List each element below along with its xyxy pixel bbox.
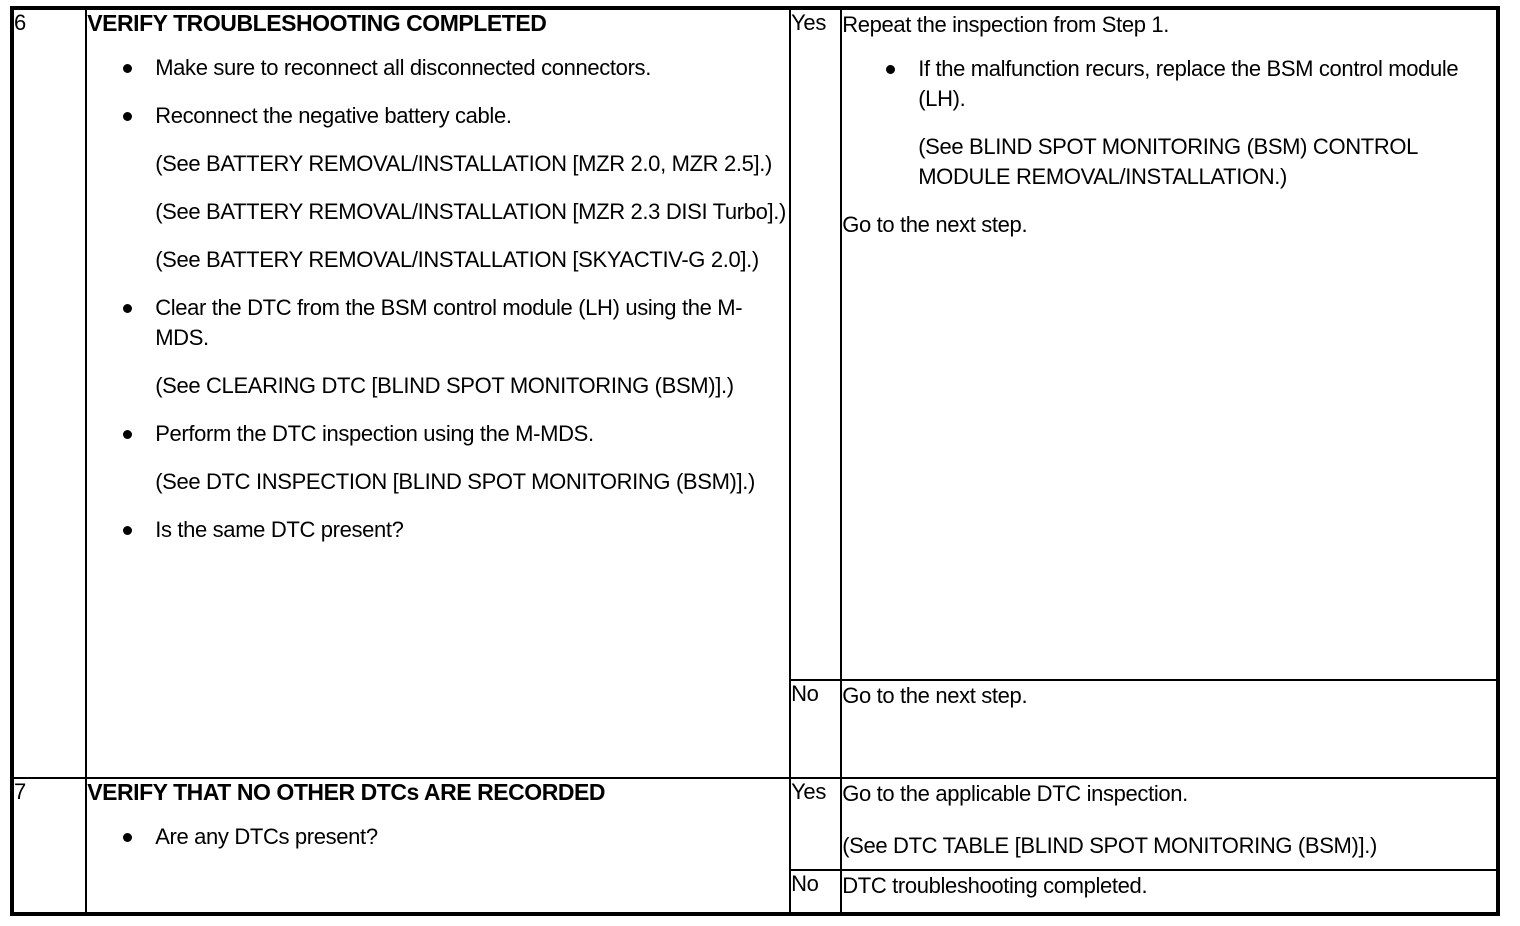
result-cell-no-6: Go to the next step. bbox=[840, 679, 1498, 779]
step-number: 7 bbox=[14, 779, 27, 804]
action-bullet-list: Reconnect the negative battery cable. bbox=[123, 101, 789, 131]
spacer bbox=[87, 39, 789, 53]
step-number-cell-7: 7 bbox=[12, 777, 88, 915]
cross-reference: (See DTC TABLE [BLIND SPOT MONITORING (B… bbox=[842, 833, 1378, 858]
judgement-cell-yes-7: Yes bbox=[789, 777, 843, 871]
list-item: Are any DTCs present? bbox=[123, 822, 789, 852]
result-bullet-list: If the malfunction recurs, replace the B… bbox=[886, 54, 1496, 114]
list-item-label: Is the same DTC present? bbox=[155, 517, 404, 542]
spacer bbox=[87, 353, 789, 371]
spacer bbox=[87, 83, 789, 101]
list-item: Make sure to reconnect all disconnected … bbox=[123, 53, 789, 83]
step-action-cell-7: VERIFY THAT NO OTHER DTCs ARE RECORDED A… bbox=[85, 777, 792, 915]
list-item: Clear the DTC from the BSM control modul… bbox=[123, 293, 789, 353]
judgement-cell-no-7: No bbox=[789, 869, 843, 914]
cross-reference: (See BATTERY REMOVAL/INSTALLATION [MZR 2… bbox=[155, 151, 772, 176]
bullet-icon bbox=[123, 64, 133, 73]
spacer bbox=[842, 40, 1496, 54]
spacer bbox=[87, 131, 789, 149]
spacer bbox=[87, 401, 789, 419]
table-row: 7 VERIFY THAT NO OTHER DTCs ARE RECORDED… bbox=[12, 777, 1498, 915]
action-bullet-list: Make sure to reconnect all disconnected … bbox=[123, 53, 789, 83]
spacer bbox=[87, 808, 789, 822]
list-item: Perform the DTC inspection using the M-M… bbox=[123, 419, 789, 449]
bullet-icon bbox=[886, 65, 896, 74]
spacer bbox=[87, 275, 789, 293]
bullet-icon bbox=[123, 526, 133, 535]
bullet-icon bbox=[123, 304, 133, 313]
step-heading: VERIFY THAT NO OTHER DTCs ARE RECORDED bbox=[87, 779, 606, 805]
list-item: Is the same DTC present? bbox=[123, 515, 789, 545]
result-cell-yes-6: Repeat the inspection from Step 1. If th… bbox=[840, 8, 1498, 681]
action-body: Are any DTCs present? bbox=[87, 808, 789, 852]
spacer bbox=[87, 497, 789, 515]
action-body: Make sure to reconnect all disconnected … bbox=[87, 39, 789, 545]
result-tail: Go to the next step. bbox=[842, 212, 1028, 237]
list-item-label: Clear the DTC from the BSM control modul… bbox=[155, 295, 743, 350]
judgement-label: Yes bbox=[791, 779, 827, 804]
spacer bbox=[842, 114, 1496, 132]
judgement-label: Yes bbox=[791, 10, 827, 35]
cross-reference: (See BATTERY REMOVAL/INSTALLATION [SKYAC… bbox=[155, 247, 759, 272]
spacer bbox=[87, 227, 789, 245]
table-row: No Go to the next step. bbox=[12, 679, 1498, 779]
result-lead: Repeat the inspection from Step 1. bbox=[842, 12, 1170, 37]
table-row: No DTC troubleshooting completed. bbox=[12, 869, 1498, 914]
list-item: Reconnect the negative battery cable. bbox=[123, 101, 789, 131]
bullet-icon bbox=[123, 112, 133, 121]
result-lead: Go to the next step. bbox=[842, 683, 1028, 708]
list-item: If the malfunction recurs, replace the B… bbox=[886, 54, 1496, 114]
action-bullet-list: Perform the DTC inspection using the M-M… bbox=[123, 419, 789, 449]
table-row: 6 VERIFY TROUBLESHOOTING COMPLETED Make … bbox=[12, 8, 1498, 779]
judgement-label: No bbox=[791, 681, 819, 706]
result-cell-yes-7: Go to the applicable DTC inspection. (Se… bbox=[840, 777, 1498, 871]
result-lead: DTC troubleshooting completed. bbox=[842, 873, 1148, 898]
judgement-cell-no-6: No bbox=[789, 679, 843, 779]
result-body: If the malfunction recurs, replace the B… bbox=[842, 40, 1496, 192]
spacer bbox=[87, 449, 789, 467]
action-bullet-list: Is the same DTC present? bbox=[123, 515, 789, 545]
judgement-label: No bbox=[791, 871, 819, 896]
cross-reference: (See DTC INSPECTION [BLIND SPOT MONITORI… bbox=[155, 469, 756, 494]
step-heading: VERIFY TROUBLESHOOTING COMPLETED bbox=[87, 10, 547, 36]
step-number-cell-6: 6 bbox=[12, 8, 88, 779]
action-bullet-list: Are any DTCs present? bbox=[123, 822, 789, 852]
cross-reference: (See CLEARING DTC [BLIND SPOT MONITORING… bbox=[155, 373, 734, 398]
result-cell-no-7: DTC troubleshooting completed. bbox=[840, 869, 1498, 914]
judgement-cell-yes-6: Yes bbox=[789, 8, 843, 681]
troubleshooting-table: 6 VERIFY TROUBLESHOOTING COMPLETED Make … bbox=[10, 6, 1500, 916]
step-action-cell-6: VERIFY TROUBLESHOOTING COMPLETED Make su… bbox=[85, 8, 792, 779]
spacer bbox=[842, 192, 1496, 210]
list-item-label: Perform the DTC inspection using the M-M… bbox=[155, 421, 594, 446]
list-item-label: Reconnect the negative battery cable. bbox=[155, 103, 512, 128]
spacer bbox=[842, 809, 1496, 831]
bullet-icon bbox=[123, 833, 133, 842]
cross-reference: (See BATTERY REMOVAL/INSTALLATION [MZR 2… bbox=[155, 199, 786, 224]
result-lead: Go to the applicable DTC inspection. bbox=[842, 781, 1188, 806]
cross-reference: (See BLIND SPOT MONITORING (BSM) CONTROL… bbox=[918, 134, 1418, 189]
spacer bbox=[87, 179, 789, 197]
action-bullet-list: Clear the DTC from the BSM control modul… bbox=[123, 293, 789, 353]
list-item-label: Are any DTCs present? bbox=[155, 824, 378, 849]
list-item-label: Make sure to reconnect all disconnected … bbox=[155, 55, 651, 80]
list-item-label: If the malfunction recurs, replace the B… bbox=[918, 56, 1459, 111]
step-number: 6 bbox=[14, 10, 27, 35]
bullet-icon bbox=[123, 430, 133, 439]
